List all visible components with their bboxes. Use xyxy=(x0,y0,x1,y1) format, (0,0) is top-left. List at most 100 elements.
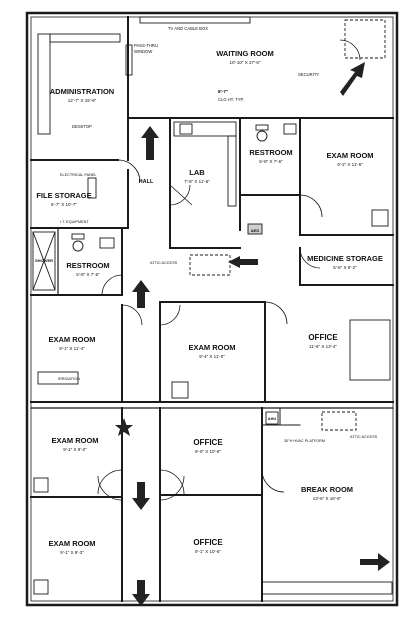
room-name: EXAM ROOM xyxy=(51,436,98,445)
arrow-icon xyxy=(141,126,159,160)
attic-access-note: ATTIC ACCESS xyxy=(350,435,378,439)
room-name: RESTROOM xyxy=(66,261,109,270)
room-dimensions: 9'-2" X 11'-6" xyxy=(337,162,363,167)
lab-sink xyxy=(179,123,193,135)
room-name: EXAM ROOM xyxy=(48,539,95,548)
room-name: LAB xyxy=(189,168,205,177)
exterior-wall xyxy=(25,11,399,607)
room-dimensions: 5'-8" X 7'-6" xyxy=(259,159,283,164)
door-swing xyxy=(97,469,123,495)
arrow-icon xyxy=(340,62,365,96)
toilet xyxy=(72,240,84,252)
toilet xyxy=(256,130,268,142)
room-dimensions: 6'-7" X 10'-7" xyxy=(51,202,77,207)
star-icon xyxy=(115,418,133,436)
hvac-platform-note: 30"H HVAC PLATFORM xyxy=(284,439,325,443)
room-dimensions: 9'-4" X 11'-0" xyxy=(199,354,225,359)
room-name: BREAK ROOM xyxy=(301,485,353,494)
shelving xyxy=(349,319,391,381)
room-dimensions: 9'-1" X 9'-3" xyxy=(60,550,84,555)
ceiling-height-note: 8'-7" xyxy=(218,89,228,95)
restroom-sink xyxy=(99,237,115,249)
aed-note: AED xyxy=(251,228,260,233)
aed-box xyxy=(247,223,263,235)
door-swing xyxy=(299,247,321,269)
room-dimensions: 5'-6" X 9'-2" xyxy=(333,265,357,270)
door-swing xyxy=(299,194,323,218)
room-labels: WAITING ROOM 10'-10" X 27'-6" ADMINISTRA… xyxy=(36,49,383,555)
toilet-tank xyxy=(255,124,269,131)
attic-hatch xyxy=(321,411,357,431)
room-name: FILE STORAGE xyxy=(36,191,91,200)
arrow-icon xyxy=(132,482,150,510)
room-name: OFFICE xyxy=(193,538,223,547)
room-name: RESTROOM xyxy=(249,148,292,157)
door-swing xyxy=(169,184,193,206)
break-counter xyxy=(261,581,393,595)
room-dimensions: 5'-8" X 7'-6" xyxy=(76,272,100,277)
shower-label: SHOWER xyxy=(35,258,53,263)
attic-hatch xyxy=(189,254,231,276)
arrows xyxy=(115,62,390,606)
lab-counter xyxy=(173,121,237,137)
door-swing xyxy=(264,301,288,325)
arrow-icon xyxy=(132,280,150,308)
entry-vestibule xyxy=(344,19,386,59)
door-swing xyxy=(121,304,143,326)
room-name: ADMINISTRATION xyxy=(50,87,114,96)
room-dimensions: 9'-1" X 11'-4" xyxy=(59,346,85,351)
exam-sink xyxy=(171,381,189,399)
doors xyxy=(97,39,361,501)
exam-sink xyxy=(371,209,389,227)
shower-x xyxy=(32,231,56,291)
admin-desk xyxy=(37,33,51,135)
door-swing xyxy=(97,475,123,501)
arrow-icon xyxy=(228,256,258,268)
room-dimensions: 9'-1" X 9'-0" xyxy=(63,447,87,452)
room-dimensions: 10'-10" X 27'-6" xyxy=(230,60,261,65)
room-dimensions: 11'-6" X 13'-4" xyxy=(309,344,337,349)
door-swing xyxy=(339,39,361,61)
room-name: EXAM ROOM xyxy=(48,335,95,344)
room-dimensions: 12'-7" X 15'-9" xyxy=(68,98,97,103)
door-swing xyxy=(101,274,123,296)
tv-cabinet xyxy=(139,16,251,24)
notes: TV AND CABLE BOX PASS-THRU WINDOW SECURI… xyxy=(58,26,378,443)
room-dimensions: 7'-8" X 11'-6" xyxy=(184,179,210,184)
room-name: WAITING ROOM xyxy=(216,49,274,58)
room-dimensions: 13'-6" X 18'-6" xyxy=(313,496,342,501)
lab-counter-side xyxy=(227,135,237,207)
irrigation-unit xyxy=(37,371,79,385)
room-name: OFFICE xyxy=(308,333,338,342)
hall-label: HALL xyxy=(139,179,154,185)
room-dimensions: 9'-1" X 10'-6" xyxy=(195,549,221,554)
admin-desk-inner xyxy=(49,33,121,43)
door-swing xyxy=(159,469,185,495)
shower xyxy=(32,231,56,291)
room-dimensions: 9'-0" X 10'-6" xyxy=(195,449,221,454)
window-note: WINDOW xyxy=(134,49,152,54)
door-swing xyxy=(261,469,285,493)
electrical-panel-note: ELECTRICAL PANEL xyxy=(60,173,97,177)
irrigation-note: IRRIGATION xyxy=(58,377,80,381)
toilet-tank xyxy=(71,233,85,240)
restroom-sink xyxy=(283,123,297,135)
area-labels: HALL SHOWER xyxy=(35,179,154,263)
exam-sink xyxy=(33,477,49,493)
arrow-icon xyxy=(132,580,150,606)
it-equipment-note: I.T. EQUIPMENT xyxy=(60,220,89,224)
ahu-unit xyxy=(265,411,279,425)
room-name: EXAM ROOM xyxy=(188,343,235,352)
arrow-icon xyxy=(360,553,390,571)
desktop-note: DESKTOP xyxy=(72,124,92,129)
door-swing xyxy=(159,304,181,326)
pass-thru-window xyxy=(125,44,133,76)
door-swing xyxy=(117,159,141,183)
ceiling-type-note: CLG HT, TYP. xyxy=(218,97,244,102)
room-name: OFFICE xyxy=(193,438,223,447)
room-name: EXAM ROOM xyxy=(326,151,373,160)
ahu-note: AHU xyxy=(268,417,276,421)
tv-cable-note: TV AND CABLE BOX xyxy=(168,26,208,31)
attic-access-note: ATTIC ACCESS xyxy=(150,261,178,265)
